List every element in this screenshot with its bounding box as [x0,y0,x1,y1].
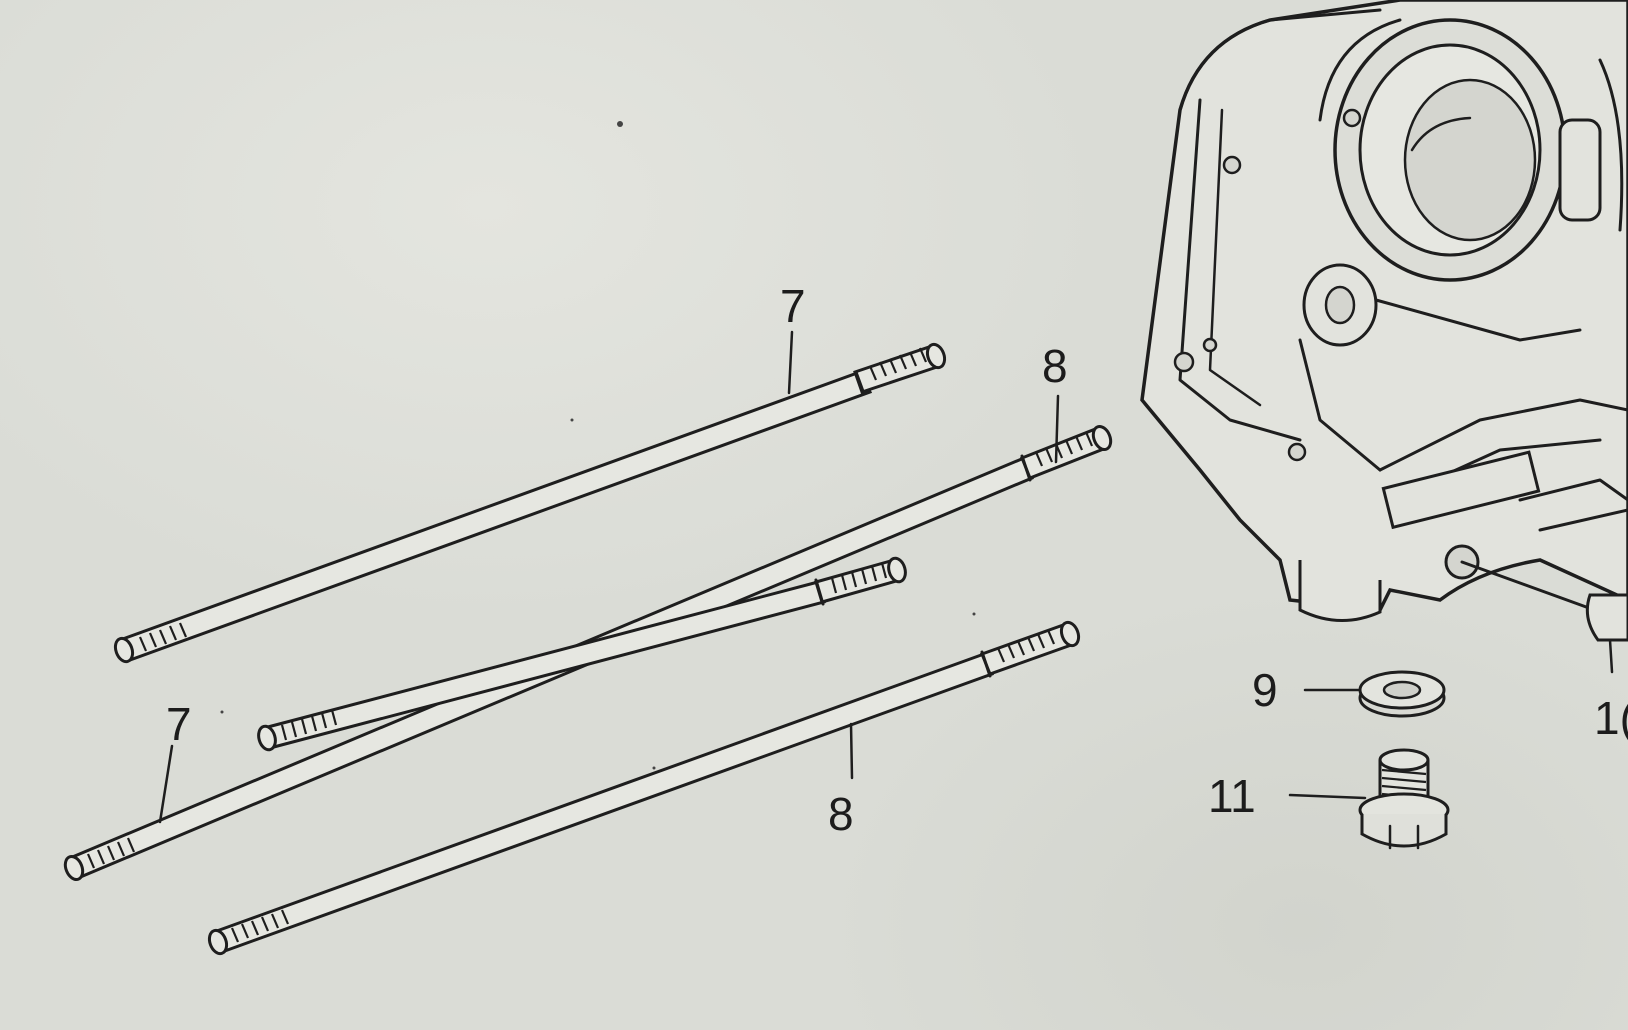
stud-8-lower [207,620,1081,956]
bolt-11 [1358,748,1450,850]
callout-9: 9 [1252,664,1278,716]
callout-8-upper: 8 [1042,340,1068,392]
stud-7-lower [257,556,907,752]
callout-8-lower: 8 [828,788,854,840]
callout-10-partial: 1( [1594,692,1628,744]
paper-specks [220,121,976,770]
callout-7-lower: 7 [166,698,192,750]
crankcase-housing [1140,0,1628,642]
callout-7-upper: 7 [780,280,806,332]
leader-lines [158,330,1614,824]
callout-11: 11 [1208,770,1256,822]
washer-9 [1358,670,1446,718]
stud-7-upper [113,342,947,664]
